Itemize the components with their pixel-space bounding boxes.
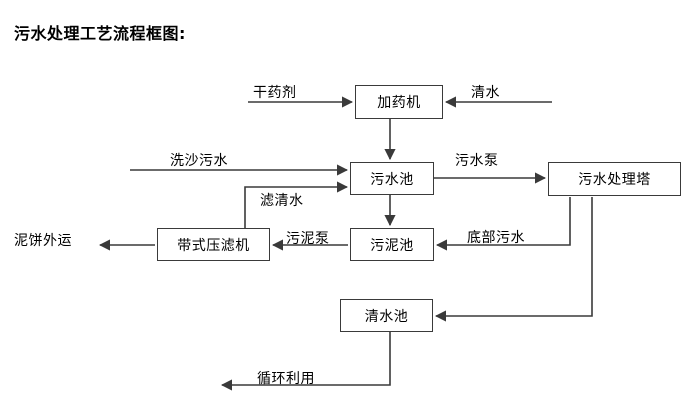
edge-label-sewage-pump: 污水泵 xyxy=(455,153,499,169)
edge-label-sand-washing-sewage: 洗沙污水 xyxy=(170,153,228,169)
edge-label-sludge-pump: 污泥泵 xyxy=(286,231,330,247)
edge-treatment-tower-to-sludge-pool xyxy=(435,197,571,251)
edge-filtered-clear-water-to-sewage-pool xyxy=(244,181,349,232)
node-label: 清水池 xyxy=(364,308,409,325)
node-sewage-treatment-tower[interactable]: 污水处理塔 xyxy=(548,162,681,196)
node-label: 污水处理塔 xyxy=(578,172,651,188)
node-belt-filter-press[interactable]: 带式压滤机 xyxy=(157,228,270,261)
edge-label-filtered-clear-water: 滤清水 xyxy=(260,193,304,209)
edge-label-clean-water: 清水 xyxy=(471,85,500,101)
page-title: 污水处理工艺流程框图: xyxy=(14,24,186,43)
edge-label-recycling-reuse: 循环利用 xyxy=(257,371,315,387)
node-sewage-pool[interactable]: 污水池 xyxy=(350,162,434,195)
node-dosing-machine[interactable]: 加药机 xyxy=(355,85,443,119)
edge-clear-water-pool-to-recycling xyxy=(220,332,391,391)
edge-treatment-tower-to-clear-water-pool xyxy=(434,197,593,322)
edge-label-dry-chemical: 干药剂 xyxy=(253,85,297,101)
node-sludge-pool[interactable]: 污泥池 xyxy=(350,228,434,261)
node-label: 污泥池 xyxy=(370,237,414,254)
node-clear-water-pool[interactable]: 清水池 xyxy=(340,299,433,332)
edge-label-bottom-sewage: 底部污水 xyxy=(467,230,525,246)
edge-label-mud-cake-outbound: 泥饼外运 xyxy=(14,233,72,249)
node-label: 污水池 xyxy=(370,171,414,188)
node-label: 带式压滤机 xyxy=(177,237,250,254)
node-label: 加药机 xyxy=(377,95,421,111)
